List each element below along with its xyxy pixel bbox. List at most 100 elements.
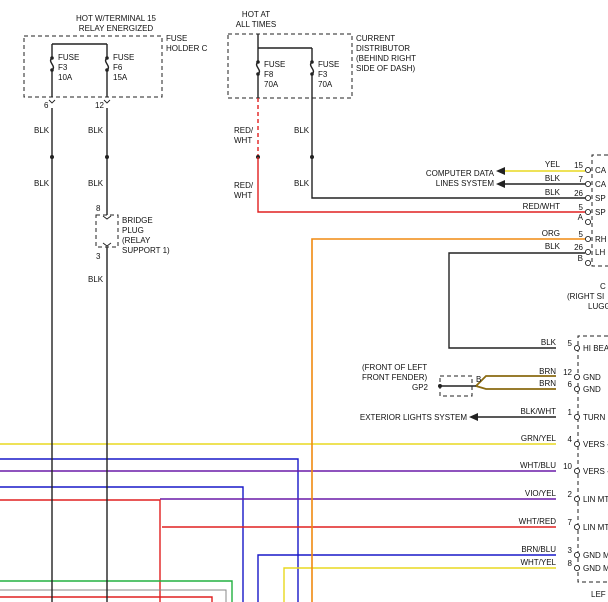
vertical-feeds: BLK BLK BLK BLK BLK 8 3 BRIDGE PLUG (REL… xyxy=(34,98,585,602)
wire-b-label-top: BLK xyxy=(88,126,104,135)
left-connector-wire-label: WHT/RED xyxy=(519,517,557,526)
left-connector-pin-function: VERS - xyxy=(583,440,608,449)
right-connector-pin-function: CA xyxy=(595,166,607,175)
right-connector-pin-function: SP xyxy=(595,208,606,217)
wire-red-wht xyxy=(257,157,585,213)
left-connector-pin-function: HI BEA xyxy=(583,344,608,353)
fuse-f3-70a-label-2: F3 xyxy=(318,70,328,79)
bridge-plug-pin-8: 8 xyxy=(96,204,101,213)
left-connector-wire-label: BLK/WHT xyxy=(520,407,556,416)
fuse-holder-c-name-line2: HOLDER C xyxy=(166,44,208,53)
current-distributor-name-4: SIDE OF DASH) xyxy=(356,64,415,73)
bridge-plug-pin-3: 3 xyxy=(96,252,101,261)
right-connector-pin-number: 26 xyxy=(574,243,583,252)
wire-a-label-top: BLK xyxy=(34,126,50,135)
right-connector-label-2: (RIGHT SI xyxy=(567,292,604,301)
left-connector: 5HI BEABLK12GNDBRN6GNDBRN1TURNBLK/WHT4VE… xyxy=(519,335,608,599)
gp2-name: GP2 xyxy=(412,383,429,392)
fuse-f6-label-2: F6 xyxy=(113,63,123,72)
right-connector-pin-socket xyxy=(584,208,592,216)
wire-wht-yel xyxy=(283,567,556,602)
arrow-computer-data-2 xyxy=(496,180,505,188)
left-connector-wire-label: WHT/BLU xyxy=(520,461,556,470)
wire-c-label-bot2: WHT xyxy=(234,191,252,200)
left-connector-pin-function: LIN MT xyxy=(583,495,608,504)
wire-gray-bottom xyxy=(0,589,227,602)
wire-c-label-bot1: RED/ xyxy=(234,181,254,190)
wire-brn-blu xyxy=(257,554,556,602)
left-connector-pin-socket xyxy=(573,551,581,559)
current-distributor-name-3: (BEHIND RIGHT xyxy=(356,54,416,63)
right-connector-row: A xyxy=(578,213,592,226)
wire-red-left xyxy=(0,499,161,602)
left-connector-wire-label: BRN xyxy=(539,379,556,388)
wire-b-label-low: BLK xyxy=(88,275,104,284)
computer-data-lines: COMPUTER DATA LINES SYSTEM xyxy=(426,167,585,188)
left-connector-pin-socket xyxy=(573,495,581,503)
fuse-holder-c-box xyxy=(23,35,163,98)
right-connector-pin-function: CA xyxy=(595,180,607,189)
computer-data-line-2: LINES SYSTEM xyxy=(436,179,495,188)
current-distributor-name-1: CURRENT xyxy=(356,34,395,43)
gp2-pin-b: B xyxy=(476,375,481,384)
left-connector-pin-socket xyxy=(573,373,581,381)
right-connector-pin-function: LH xyxy=(595,248,605,257)
right-connector-pin-number: 5 xyxy=(579,203,584,212)
fuse-f6-15a: FUSE F6 15A xyxy=(104,44,134,97)
exterior-lights: EXTERIOR LIGHTS SYSTEM xyxy=(360,413,556,422)
fuse-f3-70a: FUSE F3 70A xyxy=(309,48,339,98)
left-connector-outline xyxy=(577,335,608,583)
wire-b-label-bot: BLK xyxy=(88,179,104,188)
ground-gp2: B (FRONT OF LEFT FRONT FENDER) GP2 xyxy=(362,363,556,397)
right-connector-label-3: LUGG xyxy=(588,302,608,311)
left-connector-wire-label: BRN xyxy=(539,367,556,376)
wire-blk-f3-70a xyxy=(311,98,585,199)
right-connector-pin-number: B xyxy=(578,254,583,263)
fuse-f3-label-2: F3 xyxy=(58,63,68,72)
current-distributor-name-2: DISTRIBUTOR xyxy=(356,44,410,53)
right-connector-pin-function: SP xyxy=(595,194,606,203)
left-connector-pin-socket xyxy=(573,523,581,531)
right-connector-pin-number: 15 xyxy=(574,161,583,170)
left-connector-pin-number: 10 xyxy=(563,462,572,471)
right-connector-label-1: C xyxy=(600,282,606,291)
gp2-location-2: FRONT FENDER) xyxy=(362,373,428,382)
left-connector-wire-label: BLK xyxy=(541,338,557,347)
left-connector-pin-function: GND M xyxy=(583,564,608,573)
wire-brn-6 xyxy=(475,385,556,390)
right-connector-wire-label: BLK xyxy=(545,242,561,251)
right-connector-row: B xyxy=(578,254,592,267)
fuse-f3-label-3: 10A xyxy=(58,73,73,82)
fuse-holder-c: HOT W/TERMINAL 15 RELAY ENERGIZED FUSE H… xyxy=(23,14,208,110)
arrow-exterior-lights xyxy=(469,413,478,421)
wire-c-label-top2: WHT xyxy=(234,136,252,145)
fuse-f8-label-3: 70A xyxy=(264,80,279,89)
right-connector-pin-number: 7 xyxy=(579,175,584,184)
fuse-f6-label-1: FUSE xyxy=(113,53,134,62)
right-connector-pin-socket xyxy=(584,180,592,188)
bridge-plug-box xyxy=(95,214,119,248)
wire-red-bottom xyxy=(0,596,213,602)
right-connector-pin-socket xyxy=(584,166,592,174)
left-connector-pin-socket xyxy=(573,385,581,393)
right-connector-outline xyxy=(591,154,608,267)
right-connector-wire-label: YEL xyxy=(545,160,561,169)
bridge-plug-line-4: SUPPORT 1) xyxy=(122,246,170,255)
gp2-location-1: (FRONT OF LEFT xyxy=(362,363,427,372)
current-distributor: HOT AT ALL TIMES CURRENT DISTRIBUTOR (BE… xyxy=(227,10,416,99)
wire-orange xyxy=(311,238,585,602)
left-connector-pin-function: VERS - xyxy=(583,467,608,476)
left-connector-pin-number: 6 xyxy=(568,380,573,389)
wire-d-label-top: BLK xyxy=(294,126,310,135)
